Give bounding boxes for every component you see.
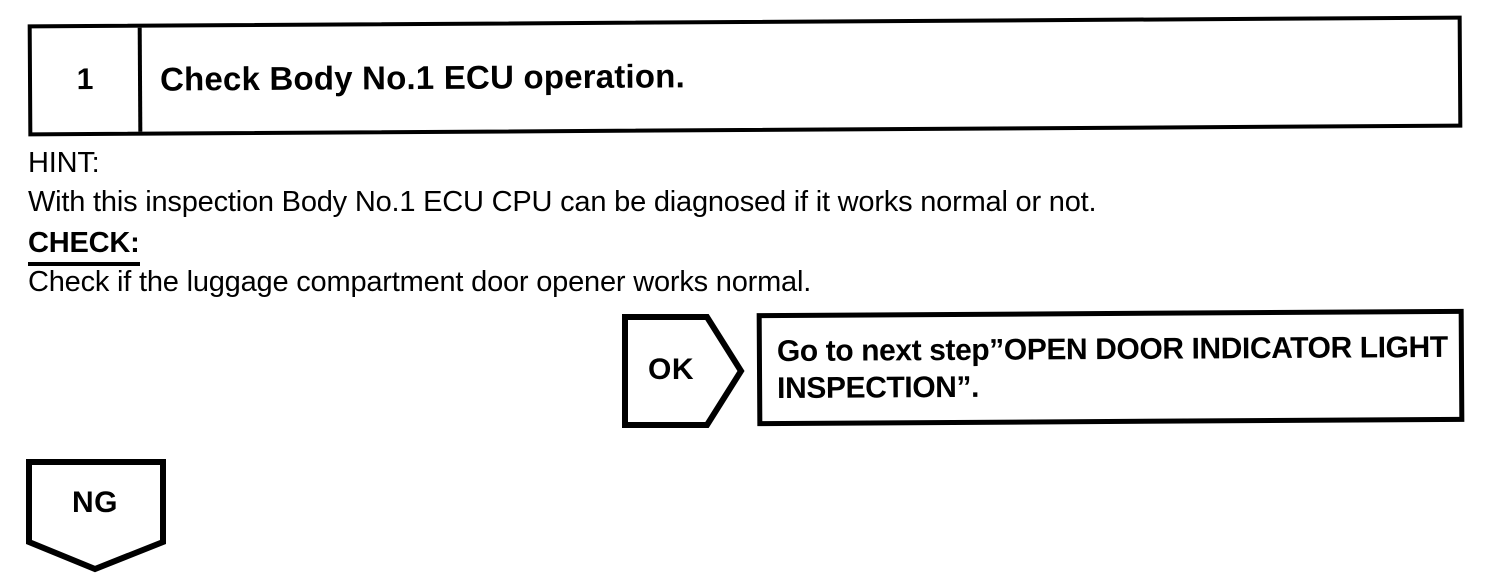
ng-pentagon-down-icon xyxy=(26,459,166,573)
ok-action-line-2: INSPECTION”. xyxy=(777,370,980,405)
hint-label: HINT: xyxy=(28,147,100,179)
step-title: Check Body No.1 ECU operation. xyxy=(159,57,686,98)
step-number: 1 xyxy=(31,27,143,133)
check-text: Check if the luggage compartment door op… xyxy=(28,266,812,298)
ok-pentagon-right-icon xyxy=(622,314,745,428)
ng-connector: NG xyxy=(25,458,167,574)
ok-connector: OK xyxy=(621,313,746,429)
hint-text: With this inspection Body No.1 ECU CPU c… xyxy=(28,186,1097,218)
check-label: CHECK: xyxy=(28,227,140,266)
step-header-box: 1 Check Body No.1 ECU operation. xyxy=(27,15,1463,137)
ok-connector-label: OK xyxy=(648,353,694,386)
ok-action-box: Go to next step”OPEN DOOR INDICATOR LIGH… xyxy=(756,308,1465,427)
ng-connector-label: NG xyxy=(72,486,118,519)
ok-action-line-1: Go to next step”OPEN DOOR INDICATOR LIGH… xyxy=(776,330,1448,368)
